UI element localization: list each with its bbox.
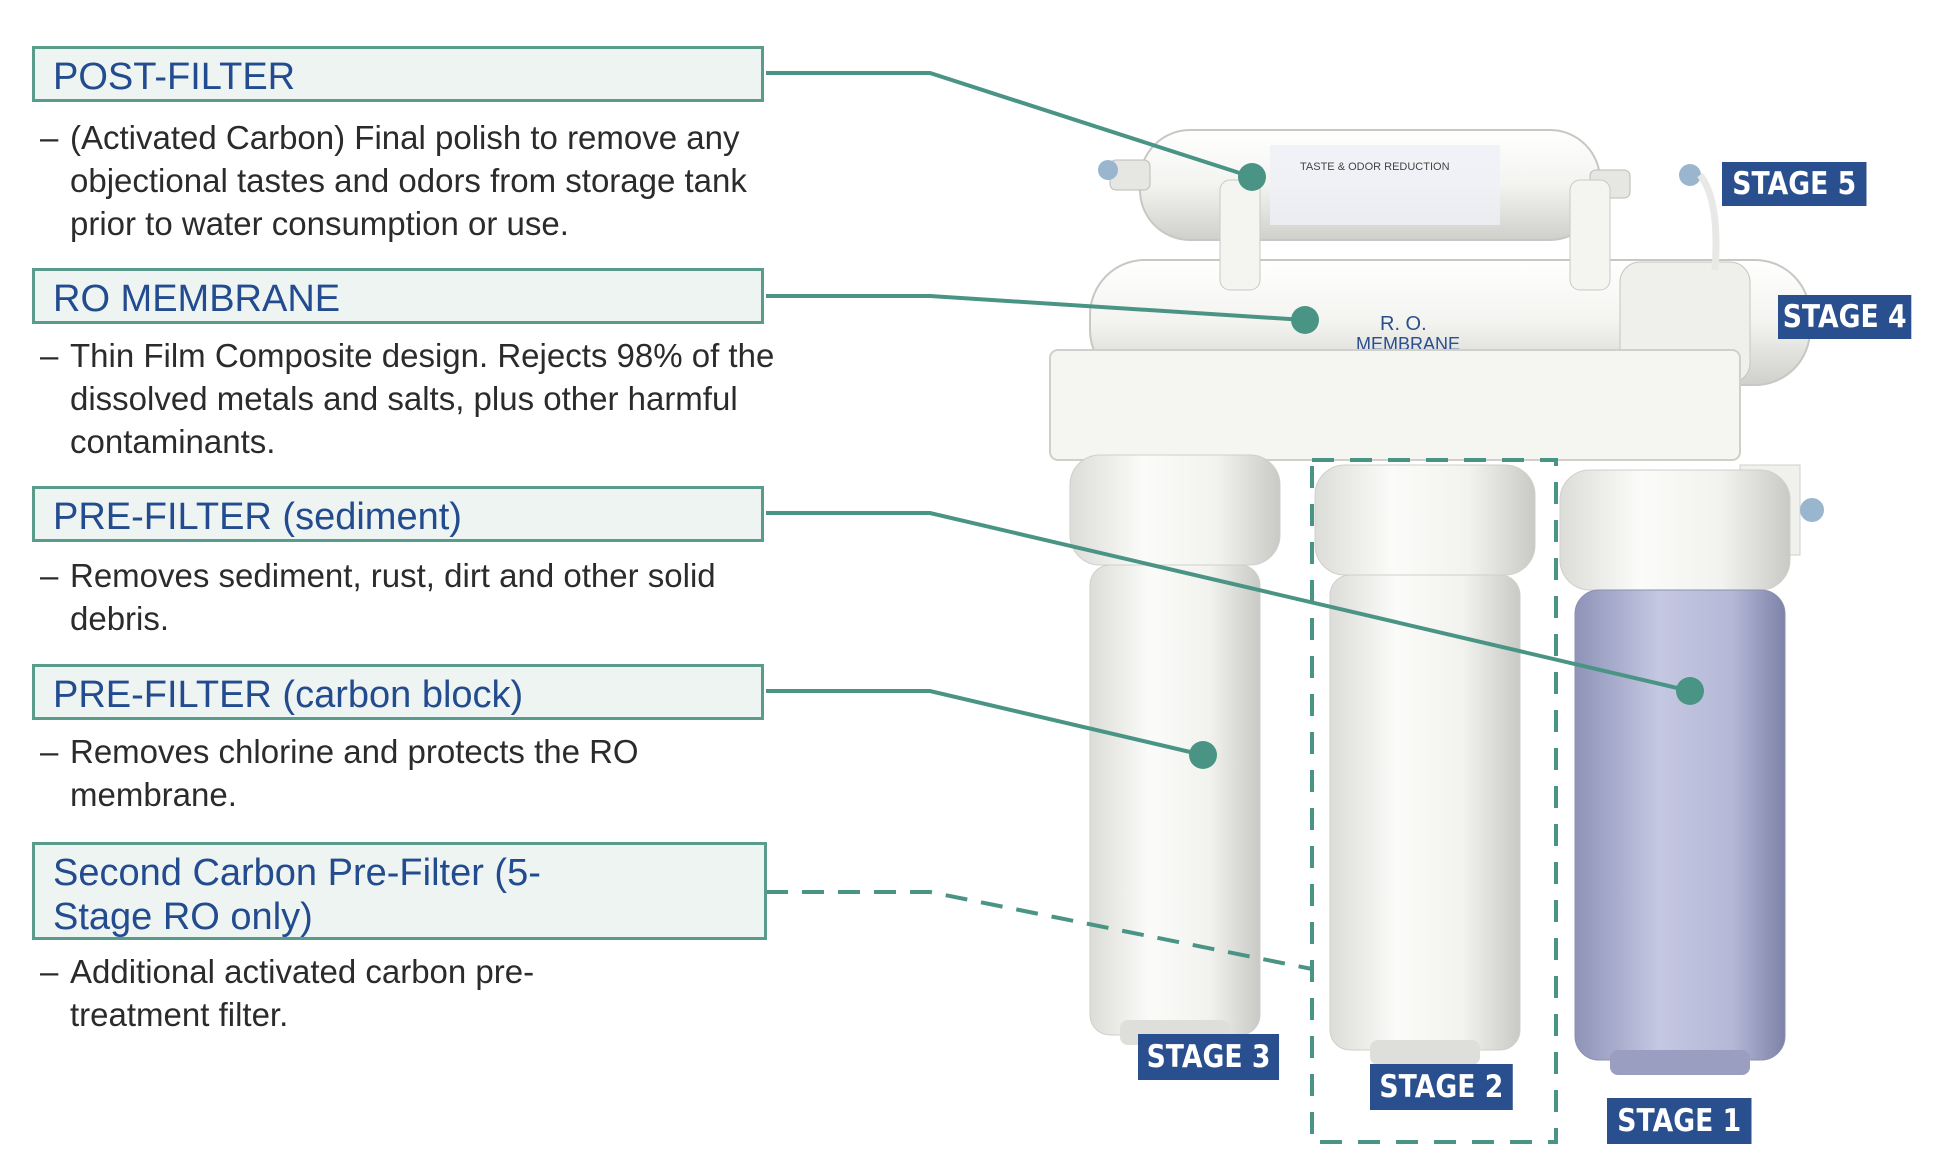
membrane-label-1: R. O. xyxy=(1380,313,1427,335)
callout-desc-second-carbon: – Additional activated carbon pre-treatm… xyxy=(40,950,800,1036)
bullet-dash: – xyxy=(40,557,59,594)
stage-2-badge: STAGE 2 xyxy=(1370,1064,1513,1110)
dot-sediment xyxy=(1676,677,1704,705)
callout-title-second-carbon: Second Carbon Pre-Filter (5-Stage RO onl… xyxy=(32,842,767,940)
callout-title-pre-filter-carbon-block: PRE-FILTER (carbon block) xyxy=(32,664,764,720)
desc-text: Thin Film Composite design. Rejects 98% … xyxy=(70,337,775,460)
stage-2-canister xyxy=(1314,464,1536,1065)
stage-3-badge: STAGE 3 xyxy=(1138,1034,1280,1080)
leader-dots xyxy=(1189,163,1704,769)
leader-sediment xyxy=(766,511,1691,693)
bullet-dash: – xyxy=(40,337,59,374)
leader-post-filter xyxy=(766,71,1253,179)
desc-text: Removes sediment, rust, dirt and other s… xyxy=(70,557,716,637)
stage-1-badge: STAGE 1 xyxy=(1607,1098,1752,1144)
leader-second-carbon xyxy=(766,890,1313,971)
bullet-dash: – xyxy=(40,119,59,156)
callout-desc-post-filter: – (Activated Carbon) Final polish to rem… xyxy=(40,116,800,245)
second-carbon-title-text: Second Carbon Pre-Filter (5-Stage RO onl… xyxy=(53,852,541,938)
dot-carbon-block xyxy=(1189,741,1217,769)
leader-ro-membrane xyxy=(766,294,1306,322)
dot-post-filter xyxy=(1238,163,1266,191)
callout-desc-ro-membrane: – Thin Film Composite design. Rejects 98… xyxy=(40,334,800,463)
leader-carbon-block xyxy=(766,689,1204,757)
post-filter-label: TASTE & ODOR REDUCTION xyxy=(1300,161,1450,173)
stage-1-canister xyxy=(1559,469,1791,1075)
callout-title-post-filter: POST-FILTER xyxy=(32,46,764,102)
callout-desc-pre-filter-sediment: – Removes sediment, rust, dirt and other… xyxy=(40,554,800,640)
post-filter-cartridge: TASTE & ODOR REDUCTION xyxy=(1098,129,1701,241)
dot-ro-membrane xyxy=(1291,306,1319,334)
stage-4-badge: STAGE 4 xyxy=(1778,295,1912,339)
leader-lines xyxy=(766,71,1691,971)
bullet-dash: – xyxy=(40,733,59,770)
desc-text: Removes chlorine and protects the RO mem… xyxy=(70,733,639,813)
bullet-dash: – xyxy=(40,953,59,990)
desc-text: Additional activated carbon pre-treatmen… xyxy=(70,953,535,1033)
callout-desc-pre-filter-carbon-block: – Removes chlorine and protects the RO m… xyxy=(40,730,800,816)
callout-title-ro-membrane: RO MEMBRANE xyxy=(32,268,764,324)
stage-2-highlight-frame xyxy=(1310,458,1558,1144)
stage-5-badge: STAGE 5 xyxy=(1722,162,1867,206)
stage-3-canister xyxy=(1069,454,1281,1045)
callout-title-pre-filter-sediment: PRE-FILTER (sediment) xyxy=(32,486,764,542)
desc-text: (Activated Carbon) Final polish to remov… xyxy=(70,119,747,242)
